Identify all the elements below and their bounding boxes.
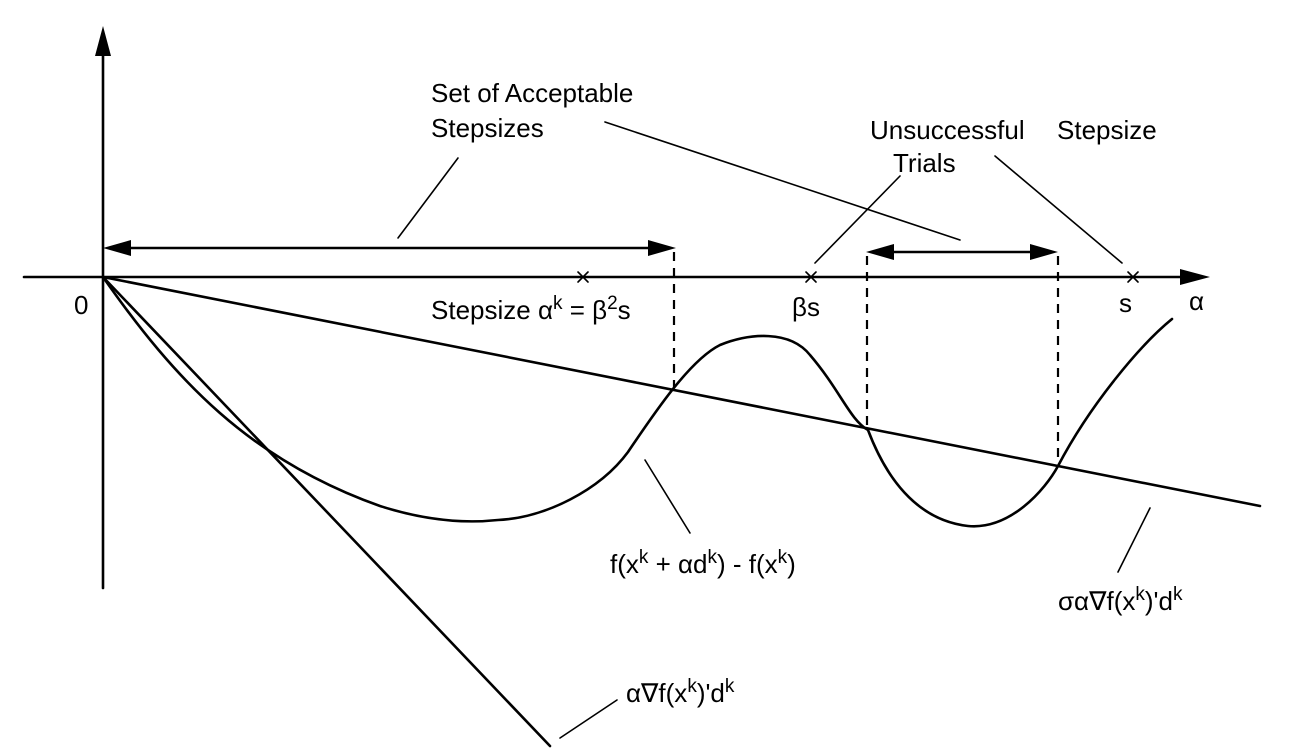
- unsuccessful-label: Unsuccessful: [870, 115, 1025, 145]
- leader-sigma: [1117, 507, 1151, 573]
- second-arrow-left-head: [866, 244, 894, 260]
- alpha-axis-arrowhead: [1180, 269, 1210, 285]
- alpha-axis-label: α: [1189, 286, 1205, 316]
- function-label: f(xk + αdk) - f(xk): [610, 547, 796, 579]
- stepsize-word-label: Stepsize: [1057, 115, 1157, 145]
- leader-function: [644, 459, 691, 534]
- tick-beta-s: [805, 271, 817, 283]
- s-label: s: [1119, 288, 1132, 318]
- stepsize-alpha-label: Stepsize αk = β2s: [431, 293, 631, 325]
- sigma-gradient-label: σα∇f(xk)'dk: [1058, 584, 1183, 616]
- leader-trials: [814, 175, 901, 264]
- trials-label: Trials: [893, 148, 956, 178]
- second-arrow-right-head: [1030, 244, 1058, 260]
- gradient-line: [101, 275, 552, 748]
- acceptable-arrow-right-head: [648, 240, 676, 256]
- function-curve: [101, 275, 1174, 528]
- leader-stepsize: [994, 155, 1123, 264]
- beta-s-label: βs: [792, 292, 820, 322]
- origin-label: 0: [74, 290, 89, 320]
- tick-beta2s: [577, 271, 589, 283]
- leader-gradient: [559, 699, 618, 739]
- tick-s: [1127, 271, 1139, 283]
- leader-acceptable-left: [397, 157, 459, 239]
- sigma-gradient-line: [101, 275, 1262, 508]
- acceptable-arrow-left-head: [103, 240, 131, 256]
- acceptable-label-line2: Stepsizes: [431, 113, 544, 143]
- leader-acceptable-right: [604, 121, 961, 241]
- gradient-label: α∇f(xk)'dk: [626, 676, 735, 708]
- vertical-axis-arrowhead: [95, 26, 111, 56]
- acceptable-label-line1: Set of Acceptable: [431, 78, 634, 108]
